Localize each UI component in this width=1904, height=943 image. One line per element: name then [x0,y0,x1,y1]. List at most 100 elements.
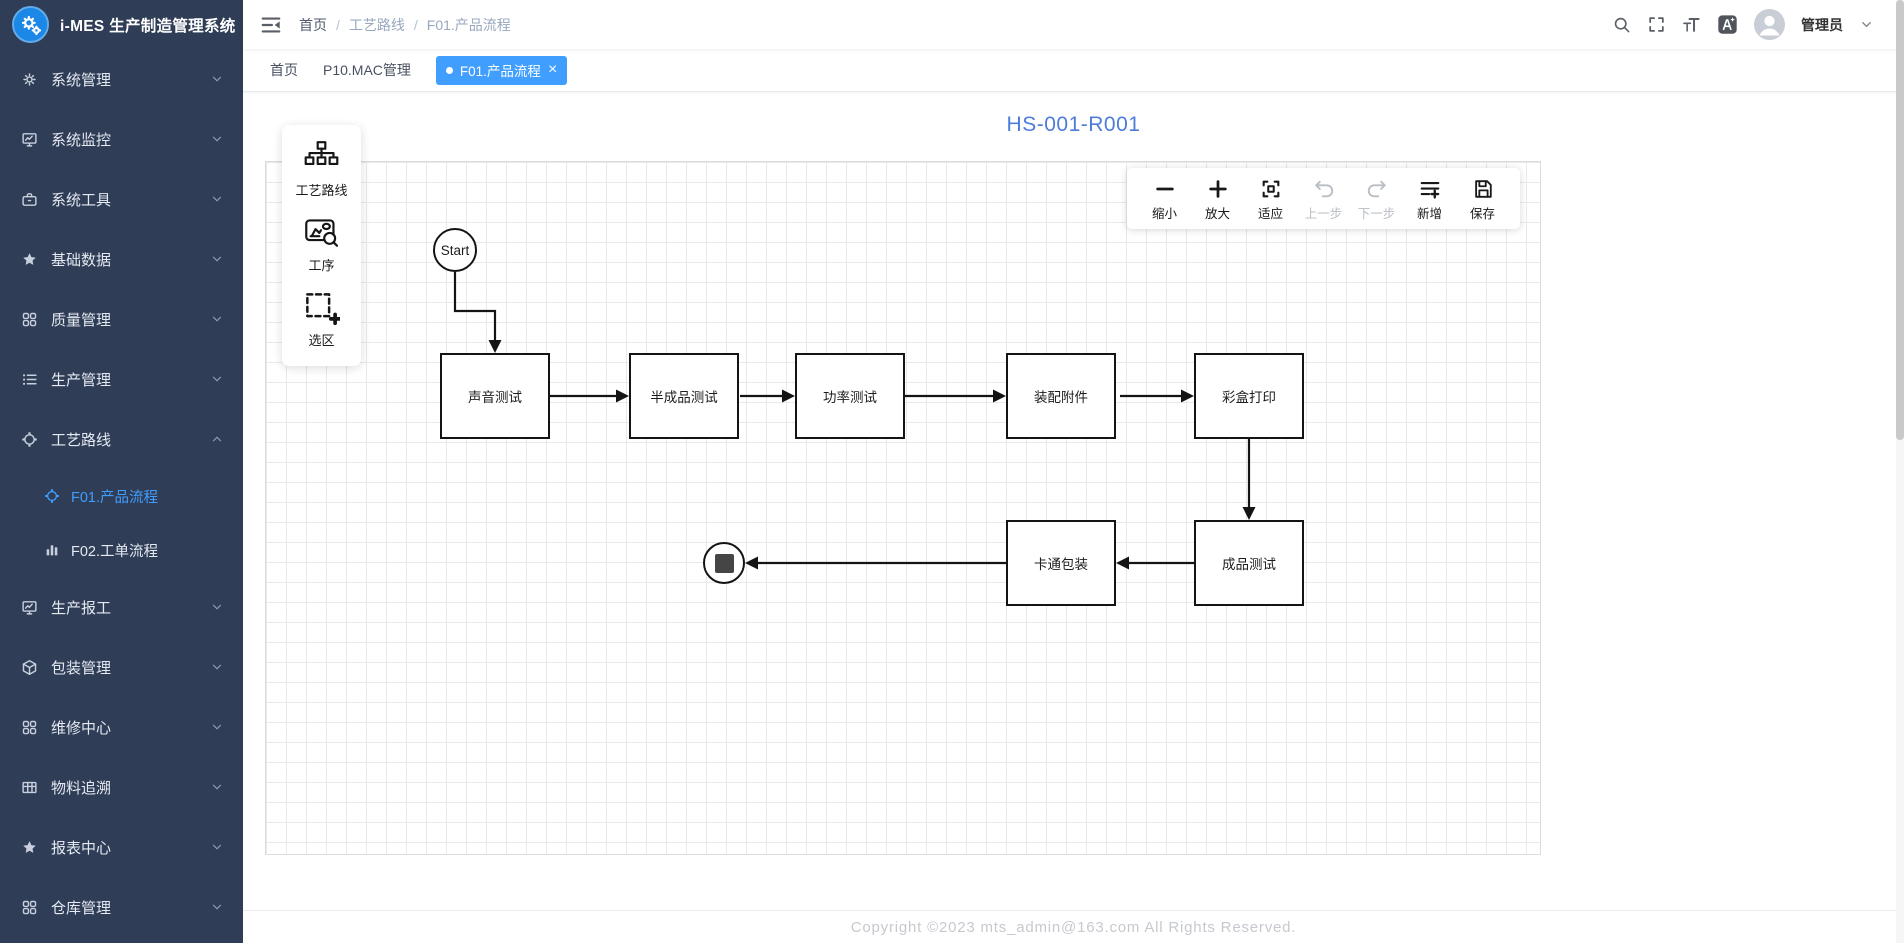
sidebar-item-系统工具[interactable]: 系统工具 [0,169,243,229]
sidebar-item-报表中心[interactable]: 报表中心 [0,817,243,877]
toolbar-save-button[interactable]: 保存 [1456,178,1509,222]
tab-首页[interactable]: 首页 [270,60,298,80]
toolbar-undo-button: 上一步 [1297,178,1350,222]
save-icon [1472,178,1494,200]
tab-P10.MAC管理[interactable]: P10.MAC管理 [323,60,411,80]
flow-edge-arrowhead [1181,389,1194,403]
toolbar-add-button[interactable]: 新增 [1403,178,1456,222]
flow-node-label: 彩盒打印 [1222,390,1276,405]
bar-chart-icon [44,542,60,558]
sidebar-item-label: 系统管理 [51,71,112,89]
flow-canvas[interactable]: Start 声音测试 半成品测试 功率测试 装配附件 彩盒打印卡通包装 成品测试 [265,161,1541,855]
sidebar-item-label: 质量管理 [51,311,112,329]
tab-label: 首页 [270,62,298,78]
flow-node-卡通包装[interactable]: 卡通包装 [1006,520,1116,606]
flow-node-label: 声音测试 [468,390,522,405]
chevron-up-icon [210,432,224,446]
chevron-down-icon [210,900,224,914]
active-tab-dot [445,66,453,74]
sidebar-item-系统管理[interactable]: 系统管理 [0,49,243,109]
logo[interactable]: i-MES 生产制造管理系统 [0,0,243,49]
flow-node-声音测试[interactable]: 声音测试 [440,353,550,439]
palette-tool-工序[interactable]: 工序 [303,215,340,274]
navbar-actions: 管理员 [1612,9,1890,40]
sidebar-item-label: 工艺路线 [51,431,112,449]
flow-node-label: 功率测试 [823,390,877,405]
sidebar-item-生产管理[interactable]: 生产管理 [0,349,243,409]
flow-node-半成品测试[interactable]: 半成品测试 [629,353,739,439]
sidebar-subitem-F02.工单流程[interactable]: F02.工单流程 [0,523,243,577]
username[interactable]: 管理员 [1801,16,1843,33]
sidebar-subitem-F01.产品流程[interactable]: F01.产品流程 [0,469,243,523]
language-icon[interactable] [1717,14,1738,35]
route-icon [21,431,38,448]
sidebar-item-label: 生产报工 [51,599,112,617]
flow-edge-arrowhead [488,340,502,353]
sidebar-item-label: 系统工具 [51,191,112,209]
toolbox-icon [21,191,38,208]
canvas-toolbar: 缩小放大适应上一步下一步 新增 保存 [1127,168,1520,229]
flow-node-label: 卡通包装 [1034,557,1088,572]
flow-edge-arrowhead [1242,507,1256,520]
toolbar-button-label: 保存 [1469,207,1495,221]
flow-edges [453,272,1256,570]
toolbar-button-label: 缩小 [1151,207,1177,221]
toolbar-button-label: 上一步 [1304,207,1343,221]
palette-tool-label: 工艺路线 [295,183,348,198]
chevron-down-icon [210,192,224,206]
sidebar-item-基础数据[interactable]: 基础数据 [0,229,243,289]
sidebar-item-系统监控[interactable]: 系统监控 [0,109,243,169]
breadcrumb-separator: / [336,16,340,33]
sidebar-item-生产报工[interactable]: 生产报工 [0,577,243,637]
toolbar-zoom-in-button[interactable]: 放大 [1191,178,1244,222]
flow-node-end[interactable] [703,542,745,584]
sidebar-item-质量管理[interactable]: 质量管理 [0,289,243,349]
top-navbar: 首页/工艺路线/F01.产品流程 管理员 [243,0,1904,49]
fullscreen-icon[interactable] [1647,15,1666,34]
sidebar-item-label: 仓库管理 [51,899,112,917]
search-icon[interactable] [1612,15,1631,34]
sidebar-item-工艺路线[interactable]: 工艺路线 [0,409,243,469]
palette-tool-选区[interactable]: 选区 [303,290,340,349]
sidebar-item-label: 生产管理 [51,371,112,389]
flow-node-功率测试[interactable]: 功率测试 [795,353,905,439]
palette-tool-工艺路线[interactable]: 工艺路线 [295,140,348,199]
scrollbar-thumb[interactable] [1896,0,1904,440]
redo-icon [1366,178,1388,200]
sidebar: i-MES 生产制造管理系统 系统管理系统监控系统工具基础数据质量管理生产管理工… [0,0,243,943]
flow-node-label: 半成品测试 [650,390,718,405]
flow-node-start[interactable]: Start [433,228,477,272]
sidebar-collapse-icon[interactable] [260,14,282,36]
flow-node-成品测试[interactable]: 成品测试 [1194,520,1304,606]
flow-node-彩盒打印[interactable]: 彩盒打印 [1194,353,1304,439]
page-scrollbar[interactable] [1896,0,1904,943]
toolbar-zoom-out-button[interactable]: 缩小 [1138,178,1191,222]
sidebar-item-仓库管理[interactable]: 仓库管理 [0,877,243,937]
font-size-icon[interactable] [1682,15,1701,34]
chevron-down-icon [210,660,224,674]
toolbar-button-label: 下一步 [1357,207,1396,221]
tab-close-icon[interactable]: × [547,61,558,78]
toolbar-button-label: 新增 [1416,207,1442,221]
toolbar-fit-button[interactable]: 适应 [1244,178,1297,222]
palette-tool-label: 工序 [308,258,335,273]
chevron-down-icon [210,780,224,794]
grid-icon [21,311,38,328]
sidebar-item-包装管理[interactable]: 包装管理 [0,637,243,697]
toolbar-redo-button: 下一步 [1350,178,1403,222]
flow-node-装配附件[interactable]: 装配附件 [1006,353,1116,439]
breadcrumb: 首页/工艺路线/F01.产品流程 [299,15,511,35]
avatar[interactable] [1754,9,1785,40]
sidebar-item-label: 基础数据 [51,251,112,269]
chevron-down-icon [210,72,224,86]
grid-icon [21,899,38,916]
sidebar-item-维修中心[interactable]: 维修中心 [0,697,243,757]
fit-icon [1260,178,1282,200]
sidebar-item-物料追溯[interactable]: 物料追溯 [0,757,243,817]
breadcrumb-item-首页[interactable]: 首页 [299,16,327,33]
app-title: i-MES 生产制造管理系统 [60,17,236,35]
tab-F01.产品流程[interactable]: F01.产品流程× [435,55,568,85]
chevron-down-icon[interactable] [1859,17,1874,32]
package-icon [21,659,38,676]
